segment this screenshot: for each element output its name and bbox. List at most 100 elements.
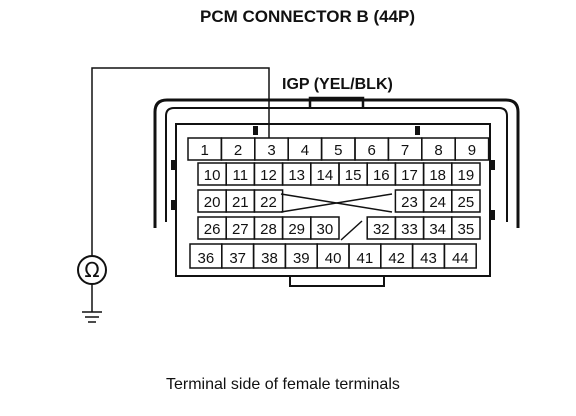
terminal-label: 9	[468, 142, 476, 159]
blank-area-cross	[280, 193, 393, 213]
terminal-cell	[454, 137, 490, 161]
terminal-21: 21	[225, 189, 256, 213]
terminal-7: 7	[387, 137, 423, 161]
terminal-16: 16	[366, 162, 397, 186]
ohmmeter-icon: Ω	[77, 255, 107, 285]
terminal-label: 38	[261, 250, 278, 267]
terminal-42: 42	[380, 243, 414, 269]
terminal-label: 44	[452, 250, 469, 267]
terminal-26: 26	[197, 216, 227, 240]
terminal-label: 33	[401, 221, 418, 238]
terminal-label: 22	[260, 194, 277, 211]
terminal-label: 24	[429, 194, 446, 211]
terminal-30: 30	[310, 216, 340, 240]
terminal-label: 4	[301, 142, 309, 159]
terminal-1: 1	[187, 137, 223, 161]
terminal-label: 35	[458, 221, 475, 238]
terminal-28: 28	[253, 216, 284, 240]
terminal-label: 19	[458, 167, 475, 184]
terminal-6: 6	[354, 137, 390, 161]
terminal-cell	[451, 189, 481, 213]
terminal-13: 13	[281, 162, 312, 186]
terminal-label: 36	[198, 250, 215, 267]
terminal-label: 25	[458, 194, 475, 211]
terminal-label: 37	[229, 250, 246, 267]
terminal-cell	[253, 189, 284, 213]
terminal-33: 33	[394, 216, 425, 240]
terminal-10: 10	[197, 162, 227, 186]
terminal-label: 41	[357, 250, 374, 267]
terminal-label: 32	[373, 221, 390, 238]
terminal-label: 30	[317, 221, 334, 238]
terminal-27: 27	[225, 216, 256, 240]
terminal-cell	[451, 162, 481, 186]
terminal-label: 7	[401, 142, 409, 159]
terminal-label: 3	[267, 142, 275, 159]
probe-wire	[91, 67, 270, 256]
terminal-cell	[451, 216, 481, 240]
terminal-label: 27	[232, 221, 249, 238]
terminal-25: 25	[451, 189, 481, 213]
terminal-38: 38	[252, 243, 287, 269]
terminal-44: 44	[443, 243, 477, 269]
terminal-12: 12	[253, 162, 284, 186]
terminal-39: 39	[284, 243, 318, 269]
diagram-title: PCM CONNECTOR B (44P)	[200, 7, 415, 26]
terminal-37: 37	[221, 243, 255, 269]
terminal-35: 35	[451, 216, 481, 240]
terminal-23: 23	[394, 189, 425, 213]
terminal-label: 11	[233, 167, 249, 184]
ohm-symbol: Ω	[84, 258, 99, 282]
terminal-label: 29	[288, 221, 305, 238]
terminal-22: 22	[253, 189, 284, 213]
terminal-cell	[310, 216, 340, 240]
terminal-label: 28	[260, 221, 277, 238]
terminal-4: 4	[287, 137, 323, 161]
terminal-2: 2	[220, 137, 256, 161]
terminal-label: 15	[345, 167, 362, 184]
terminal-34: 34	[422, 216, 453, 240]
terminal-14: 14	[310, 162, 340, 186]
ground-icon	[82, 284, 102, 323]
terminal-label: 18	[429, 167, 446, 184]
terminal-5: 5	[320, 137, 356, 161]
terminal-label: 17	[401, 167, 418, 184]
terminal-label: 40	[325, 250, 342, 267]
terminal-43: 43	[411, 243, 446, 269]
terminal-label: 43	[420, 250, 437, 267]
terminal-label: 12	[260, 167, 277, 184]
caption: Terminal side of female terminals	[166, 376, 400, 393]
terminal-8: 8	[421, 137, 456, 161]
terminal-19: 19	[451, 162, 481, 186]
terminal-29: 29	[281, 216, 312, 240]
terminal-36: 36	[189, 243, 223, 269]
terminal-label: 39	[293, 250, 310, 267]
terminal-15: 15	[338, 162, 368, 186]
terminal-11: 11	[225, 162, 256, 186]
terminal-17: 17	[394, 162, 425, 186]
wire-label: IGP (YEL/BLK)	[282, 76, 393, 93]
terminal-label: 16	[373, 167, 390, 184]
connector-housing	[153, 96, 520, 287]
terminal-label: 6	[368, 142, 376, 159]
missing-pin-31-mark	[340, 220, 363, 241]
terminal-label: 13	[288, 167, 305, 184]
terminal-18: 18	[422, 162, 453, 186]
terminal-3: 3	[254, 137, 289, 161]
terminal-9: 9	[454, 137, 490, 161]
terminal-label: 10	[204, 167, 221, 184]
terminal-label: 20	[204, 194, 221, 211]
terminal-label: 23	[401, 194, 418, 211]
terminal-32: 32	[366, 216, 397, 240]
terminal-label: 2	[234, 142, 242, 159]
terminal-label: 34	[429, 221, 446, 238]
terminal-20: 20	[197, 189, 227, 213]
terminal-label: 26	[204, 221, 221, 238]
terminal-label: 8	[434, 142, 442, 159]
terminal-24: 24	[422, 189, 453, 213]
terminal-label: 5	[334, 142, 342, 159]
terminal-cell	[443, 243, 477, 269]
terminal-40: 40	[316, 243, 350, 269]
